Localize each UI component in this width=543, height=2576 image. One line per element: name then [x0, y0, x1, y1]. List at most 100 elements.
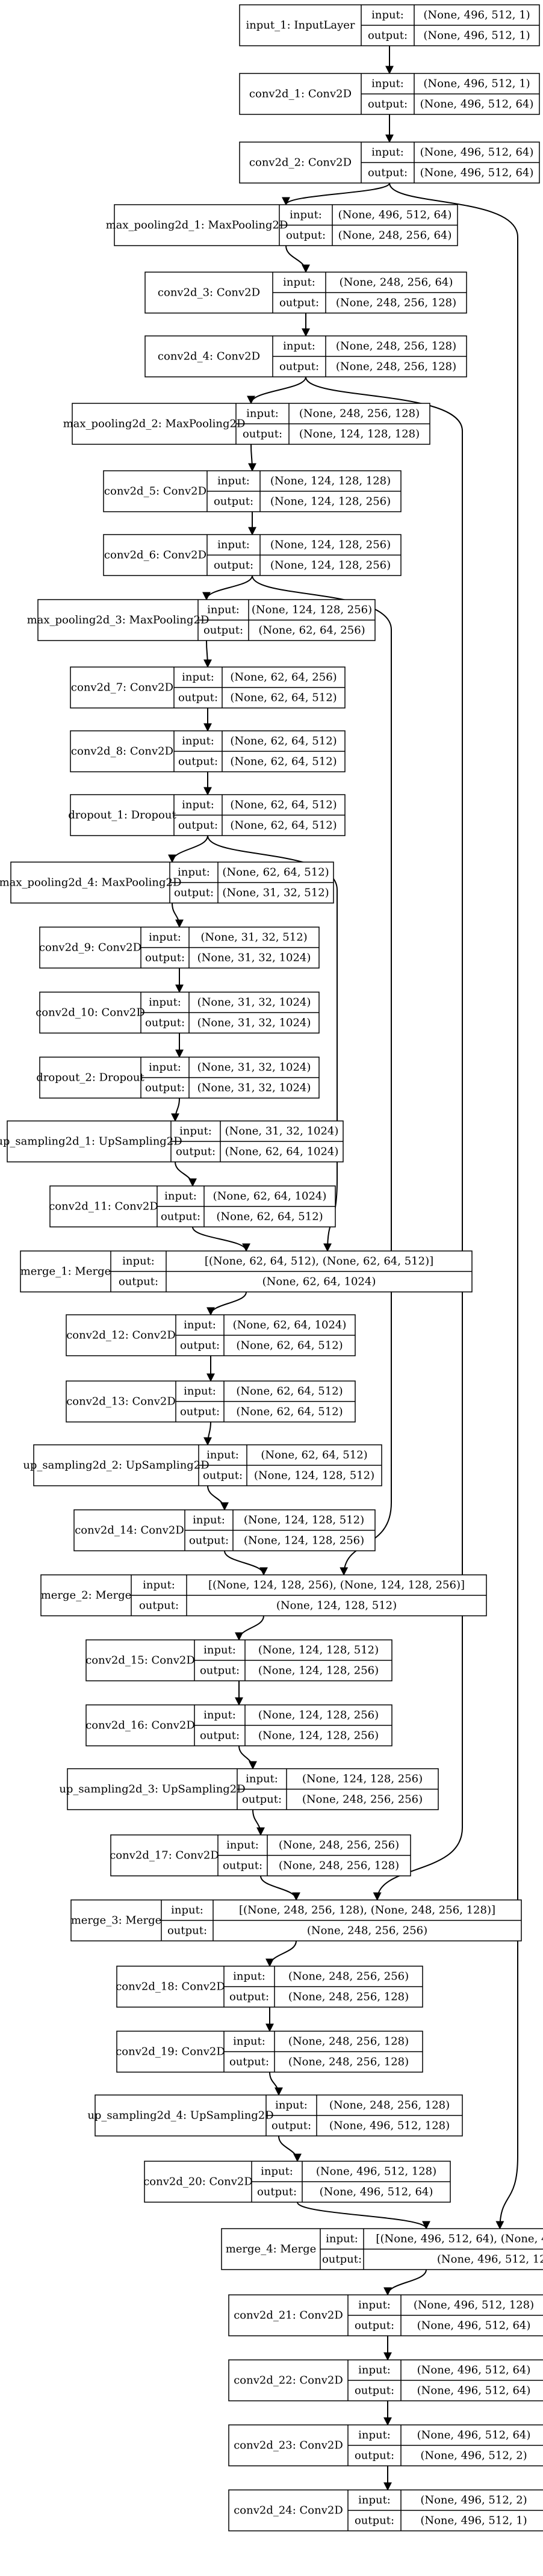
- output-port-label: output:: [189, 1535, 229, 1547]
- output-port-label: output:: [322, 2253, 362, 2266]
- output-shape: (None, 62, 64, 512): [216, 1211, 323, 1223]
- output-port-label: output:: [178, 756, 218, 768]
- output-port-label: output:: [174, 887, 214, 899]
- input-shape: (None, 496, 512, 1): [423, 78, 530, 90]
- input-port-label: input:: [178, 866, 210, 879]
- output-port-label: output:: [178, 819, 218, 832]
- input-port-label: input:: [290, 209, 322, 222]
- input-shape: (None, 62, 64, 512): [261, 1449, 367, 1462]
- layer-name: conv2d_9: Conv2D: [39, 942, 141, 954]
- input-port-label: input:: [246, 408, 279, 420]
- edge-dropout-2-to-up-sampling2d-1: [171, 1097, 180, 1122]
- input-shape: (None, 124, 128, 256): [302, 1773, 423, 1786]
- input-shape: (None, 124, 128, 256): [270, 539, 391, 551]
- output-shape: (None, 124, 128, 256): [270, 559, 391, 572]
- output-shape: (None, 248, 256, 64): [338, 229, 452, 242]
- input-port-label: input:: [233, 1970, 265, 1983]
- input-shape: (None, 248, 256, 128): [329, 2099, 450, 2112]
- layer-name: dropout_1: Dropout: [68, 809, 176, 822]
- input-port-label: input:: [358, 2364, 391, 2377]
- input-shape: (None, 124, 128, 256): [258, 1709, 379, 1722]
- input-port-label: input:: [358, 2429, 391, 2442]
- layer-name: conv2d_12: Conv2D: [66, 1329, 176, 1342]
- output-port-label: output:: [355, 2450, 394, 2462]
- layer-name: conv2d_4: Conv2D: [158, 350, 260, 363]
- layer-name: conv2d_24: Conv2D: [234, 2504, 343, 2517]
- output-shape: (None, 248, 256, 256): [307, 1925, 427, 1937]
- input-shape: [(None, 248, 256, 128), (None, 248, 256,…: [239, 1904, 495, 1917]
- input-shape: (None, 496, 512, 128): [316, 2165, 436, 2178]
- edge-merge-1-to-conv2d-12: [206, 1291, 247, 1316]
- output-port-label: output:: [214, 495, 253, 508]
- output-shape: (None, 62, 64, 256): [258, 624, 365, 637]
- layer-name: conv2d_19: Conv2D: [116, 2046, 225, 2058]
- edge-merge-3-to-conv2d-18: [265, 1940, 297, 1967]
- output-shape: (None, 248, 256, 128): [279, 1860, 399, 1872]
- output-shape: (None, 124, 128, 512): [254, 1470, 374, 1482]
- input-port-label: input:: [217, 539, 250, 551]
- output-port-label: output:: [145, 1082, 185, 1094]
- output-port-label: output:: [279, 297, 319, 309]
- input-shape: [(None, 124, 128, 256), (None, 124, 128,…: [208, 1579, 465, 1592]
- output-shape: (None, 496, 512, 1): [423, 29, 530, 42]
- input-port-label: input:: [261, 2165, 293, 2178]
- output-shape: (None, 124, 128, 256): [258, 1730, 379, 1742]
- output-port-label: output:: [214, 559, 253, 572]
- input-shape: (None, 496, 512, 64): [417, 2429, 531, 2442]
- layer-name: conv2d_10: Conv2D: [36, 1007, 145, 1019]
- input-port-label: input:: [182, 671, 214, 684]
- output-port-label: output:: [200, 1730, 240, 1742]
- edge-conv2d-14-to-merge-2: [224, 1550, 268, 1576]
- output-port-label: output:: [368, 167, 408, 179]
- output-port-label: output:: [229, 2056, 269, 2069]
- edge-merge-4-to-conv2d-21: [383, 2269, 427, 2296]
- output-port-label: output:: [257, 2186, 297, 2199]
- layer-name: input_1: InputLayer: [246, 19, 355, 32]
- edge-up-sampling2d-2-to-conv2d-14: [207, 1485, 229, 1511]
- output-shape: (None, 124, 128, 512): [276, 1600, 397, 1612]
- input-port-label: input:: [371, 9, 404, 22]
- layer-name: max_pooling2d_2: MaxPooling2D: [63, 418, 246, 430]
- input-port-label: input:: [149, 1061, 181, 1074]
- output-shape: (None, 496, 512, 64): [417, 2385, 531, 2397]
- output-shape: (None, 124, 128, 128): [299, 428, 420, 441]
- output-port-label: output:: [223, 1860, 262, 1872]
- input-port-label: input:: [149, 996, 181, 1009]
- layer-node-max-pooling2d-1: max_pooling2d_1: MaxPooling2Dinput:outpu…: [106, 204, 458, 246]
- edge-max-pooling2d-1-to-conv2d-3: [285, 245, 310, 273]
- output-port-label: output:: [167, 1925, 207, 1937]
- edge-dropout-1-to-max-pooling2d-4: [168, 835, 208, 863]
- output-port-label: output:: [145, 1017, 185, 1029]
- nodes-layer: input_1: InputLayer input: output: (None, 4…: [0, 4, 543, 2531]
- output-shape: (None, 31, 32, 512): [222, 887, 329, 899]
- input-port-label: input:: [203, 1644, 236, 1657]
- layer-name: max_pooling2d_1: MaxPooling2D: [106, 219, 288, 232]
- input-port-label: input:: [206, 1449, 239, 1462]
- output-shape: (None, 62, 64, 1024): [262, 1276, 376, 1288]
- layer-name: up_sampling2d_3: UpSampling2D: [59, 1783, 245, 1796]
- input-shape: (None, 124, 128, 512): [258, 1644, 379, 1657]
- layer-node-up-sampling2d-4: up_sampling2d_4: UpSampling2Dinput:outpu…: [87, 2094, 463, 2137]
- input-port-label: input:: [217, 475, 250, 488]
- input-port-label: input:: [371, 78, 404, 90]
- input-port-label: input:: [246, 1773, 278, 1786]
- layer-name: conv2d_23: Conv2D: [234, 2439, 343, 2452]
- output-shape: (None, 496, 512, 64): [420, 167, 534, 179]
- output-shape: (None, 248, 256, 128): [336, 297, 456, 309]
- input-shape: (None, 248, 256, 64): [340, 276, 453, 289]
- input-shape: (None, 62, 64, 512): [230, 735, 337, 748]
- layer-node-conv2d-23: conv2d_23: Conv2D input: output: (None, 496…: [228, 2424, 543, 2466]
- layer-name: merge_2: Merge: [41, 1589, 132, 1602]
- input-shape: [(None, 496, 512, 64), (None, 496, 512, …: [376, 2233, 543, 2245]
- layer-name: conv2d_13: Conv2D: [66, 1395, 176, 1408]
- input-shape: (None, 62, 64, 512): [230, 799, 337, 812]
- edge-up-sampling2d-1-to-conv2d-11: [175, 1161, 197, 1187]
